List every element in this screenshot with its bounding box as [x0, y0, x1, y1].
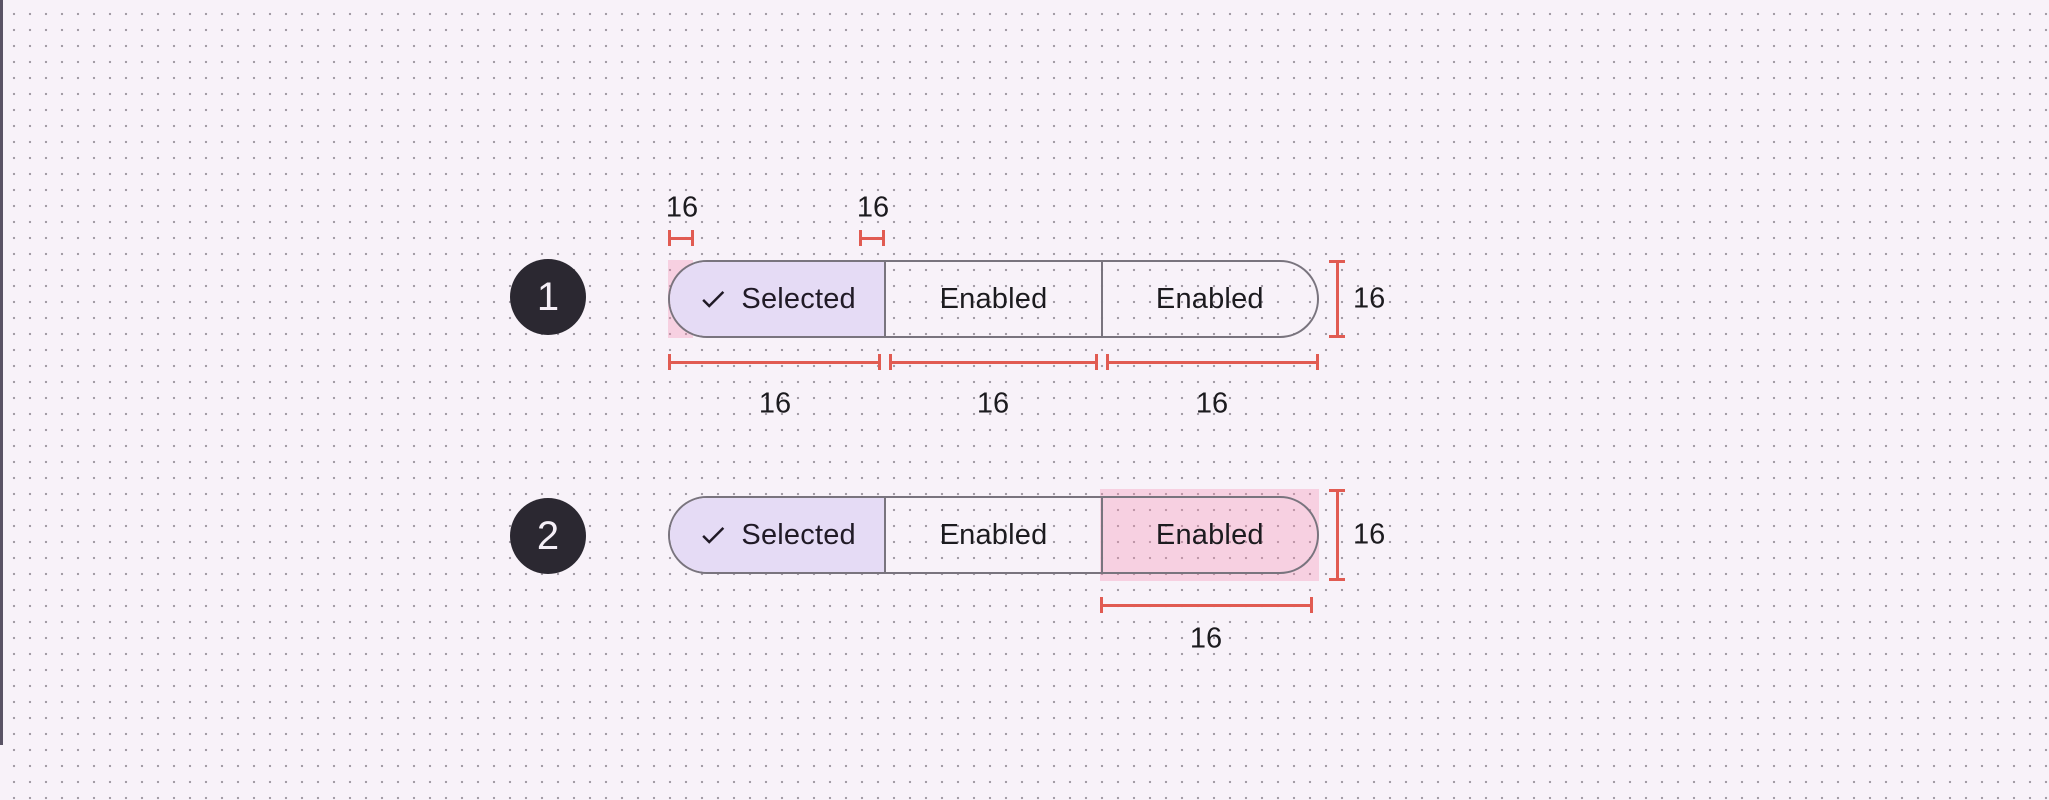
check-icon	[702, 527, 725, 544]
measure-bracket-top-right	[859, 230, 885, 246]
measure-value: 16	[1353, 282, 1386, 315]
measure-value: 16	[976, 387, 1010, 420]
example-1-number-badge: 1	[510, 259, 586, 335]
segment-label: Enabled	[939, 282, 1048, 315]
measure-bracket-segment-3	[1100, 597, 1313, 613]
measure-value: 16	[1195, 387, 1229, 420]
segment-enabled-2[interactable]: Enabled	[1100, 262, 1317, 336]
measure-bracket-height	[1329, 260, 1345, 338]
measure-value: 16	[1189, 622, 1223, 655]
example-2-number-badge: 2	[510, 498, 586, 574]
segment-label: Selected	[741, 518, 856, 551]
segmented-button-2: Selected Enabled Enabled	[668, 496, 1319, 574]
measure-value: 16	[665, 191, 699, 224]
measure-bracket-segment-3	[1106, 354, 1319, 370]
segment-enabled-2[interactable]: Enabled	[1100, 498, 1317, 572]
measure-bracket-height	[1329, 489, 1345, 581]
scrollbar-thumb[interactable]	[0, 0, 3, 745]
check-icon	[702, 291, 725, 308]
segment-selected[interactable]: Selected	[670, 498, 885, 572]
segment-label: Selected	[741, 282, 856, 315]
segmented-button-1: Selected Enabled Enabled	[668, 260, 1319, 338]
measure-bracket-segment-2	[889, 354, 1098, 370]
segment-label: Enabled	[1155, 282, 1264, 315]
segment-enabled-1[interactable]: Enabled	[884, 498, 1100, 572]
measure-bracket-top-left	[668, 230, 694, 246]
badge-label: 1	[536, 274, 560, 319]
measure-value: 16	[758, 387, 792, 420]
measure-value: 16	[856, 191, 890, 224]
segment-label: Enabled	[939, 518, 1048, 551]
segment-enabled-1[interactable]: Enabled	[884, 262, 1100, 336]
badge-label: 2	[536, 513, 560, 558]
measure-bracket-segment-1	[668, 354, 881, 370]
segment-label: Enabled	[1155, 518, 1264, 551]
measure-value: 16	[1353, 518, 1386, 551]
segment-selected[interactable]: Selected	[670, 262, 885, 336]
